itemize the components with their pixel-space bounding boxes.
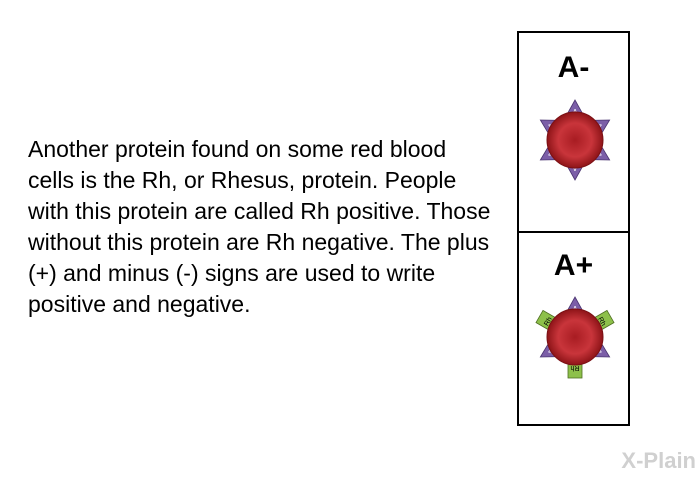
body-text: Another protein found on some red blood … xyxy=(28,136,491,317)
a-positive-title: A+ xyxy=(553,249,594,282)
x-plain-logo: X-Plain xyxy=(621,448,696,474)
a-negative-section: A- AAAAAA xyxy=(519,33,628,233)
svg-text:Rh: Rh xyxy=(543,316,554,327)
logo-text: X-Plain xyxy=(621,448,696,473)
svg-text:Rh: Rh xyxy=(570,364,579,371)
a-positive-section: A+ AAARhRhRh xyxy=(519,233,628,424)
a-negative-title: A- xyxy=(557,51,590,84)
svg-text:Rh: Rh xyxy=(596,316,607,327)
a-negative-cell-icon: AAAAAA xyxy=(539,99,611,181)
blood-type-panel: A- AAAAAA A+ AAARhRhRh xyxy=(517,31,630,426)
a-positive-cell-icon: AAARhRhRh xyxy=(535,296,615,379)
